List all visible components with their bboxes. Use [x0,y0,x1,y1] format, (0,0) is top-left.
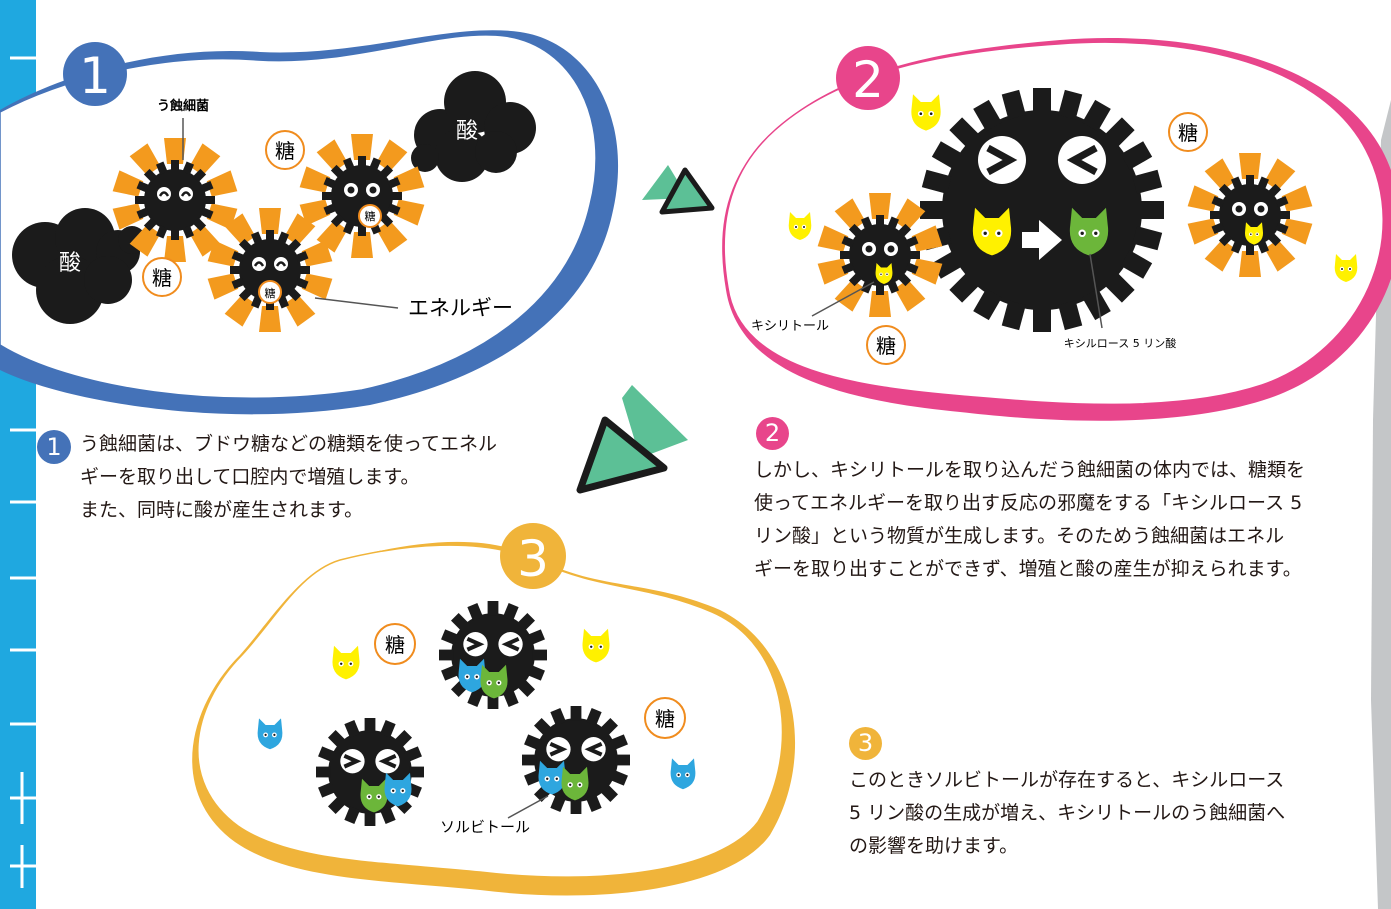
right-stripe [1371,100,1391,909]
text-3-number-badge: 3 [849,727,882,760]
sorbitol-label: ソルビトール [440,818,530,836]
sugar-ring [374,623,416,665]
sugar-label: 糖 [876,334,896,358]
energy-label: エネルギー [408,296,513,320]
text-2-line: リン酸」という物質が生成します。そのためう蝕細菌はエネル [754,525,1285,547]
text-3: このときソルビトールが存在すると、キシルロース 5 リン酸の生成が増え、キシリト… [849,764,1285,863]
sugar-label: 糖 [1178,121,1198,145]
text-1-line: う蝕細菌は、ブドウ糖などの糖類を使ってエネル [80,433,498,455]
sorbitol-leader [507,795,549,819]
sugar-ring [1168,112,1208,152]
acid-label-right: 酸 [456,119,478,144]
sugar-label: 糖 [655,707,675,731]
text-1: う蝕細菌は、ブドウ糖などの糖類を使ってエネル ギーを取り出して口腔内で増殖します… [80,428,497,527]
text-3-line: 5 リン酸の生成が増え、キシリトールのう蝕細菌へ [849,802,1286,824]
panel-3: 糖 糖 ソルビトール 3 [192,523,796,896]
sugar-ring [265,130,305,170]
bacteria-label: う蝕細菌 [157,98,209,114]
energy-leader [314,297,399,309]
sugar-small-label: 糖 [265,286,276,300]
text-2-line: しかし、キシリトールを取り込んだう蝕細菌の体内では、糖類を [754,459,1306,481]
panel-3-number-badge [500,523,566,589]
sugar-label: 糖 [385,633,405,657]
xylitol-label: キシリトール [751,319,829,334]
sugar-label: 糖 [275,139,295,163]
text-1-line: また、同時に酸が産生されます。 [80,499,364,521]
text-3-line: の影響を助けます。 [849,835,1019,857]
text-2-number-badge: 2 [756,417,789,450]
acid-cloud-right [411,71,536,182]
sugar-ring [142,257,182,297]
xylulose-leader [1089,253,1103,329]
sugar-small-label: 糖 [365,209,376,223]
sugar-label: 糖 [152,266,172,290]
text-2-line: ギーを取り出すことができず、増殖と酸の産生が抑えられます。 [754,558,1302,580]
acid-label-left: 酸 [59,251,81,276]
text-3-line: このときソルビトールが存在すると、キシルロース [849,769,1285,791]
xylulose-label: キシルロース 5 リン酸 [1064,336,1176,350]
text-1-line: ギーを取り出して口腔内で増殖します。 [80,466,420,488]
arrow-2-to-3 [576,385,688,494]
text-2: しかし、キシリトールを取り込んだう蝕細菌の体内では、糖類を 使ってエネルギーを取… [754,454,1305,586]
sugar-ring [644,697,686,739]
panel-1-number: 1 [79,47,111,105]
panel-2: 糖 糖 キシリトール キシルロース 5 リン酸 2 [722,37,1391,421]
text-1-number-badge: 1 [37,430,71,464]
arrow-1-to-2 [642,165,715,215]
panel-1-number-badge [63,42,127,106]
sugar-ring [866,325,906,365]
xylitol-leader [811,281,875,317]
panel-2-number: 2 [852,51,884,109]
big-bacterium [920,88,1164,332]
panel-2-number-badge [836,46,900,110]
text-2-line: 使ってエネルギーを取り出す反応の邪魔をする「キシルロース 5 [754,492,1303,514]
panel-3-number: 3 [517,530,549,588]
panel-1: 酸 酸 糖 糖 糖 糖 う蝕細菌 エネルギー 1 [0,30,619,415]
